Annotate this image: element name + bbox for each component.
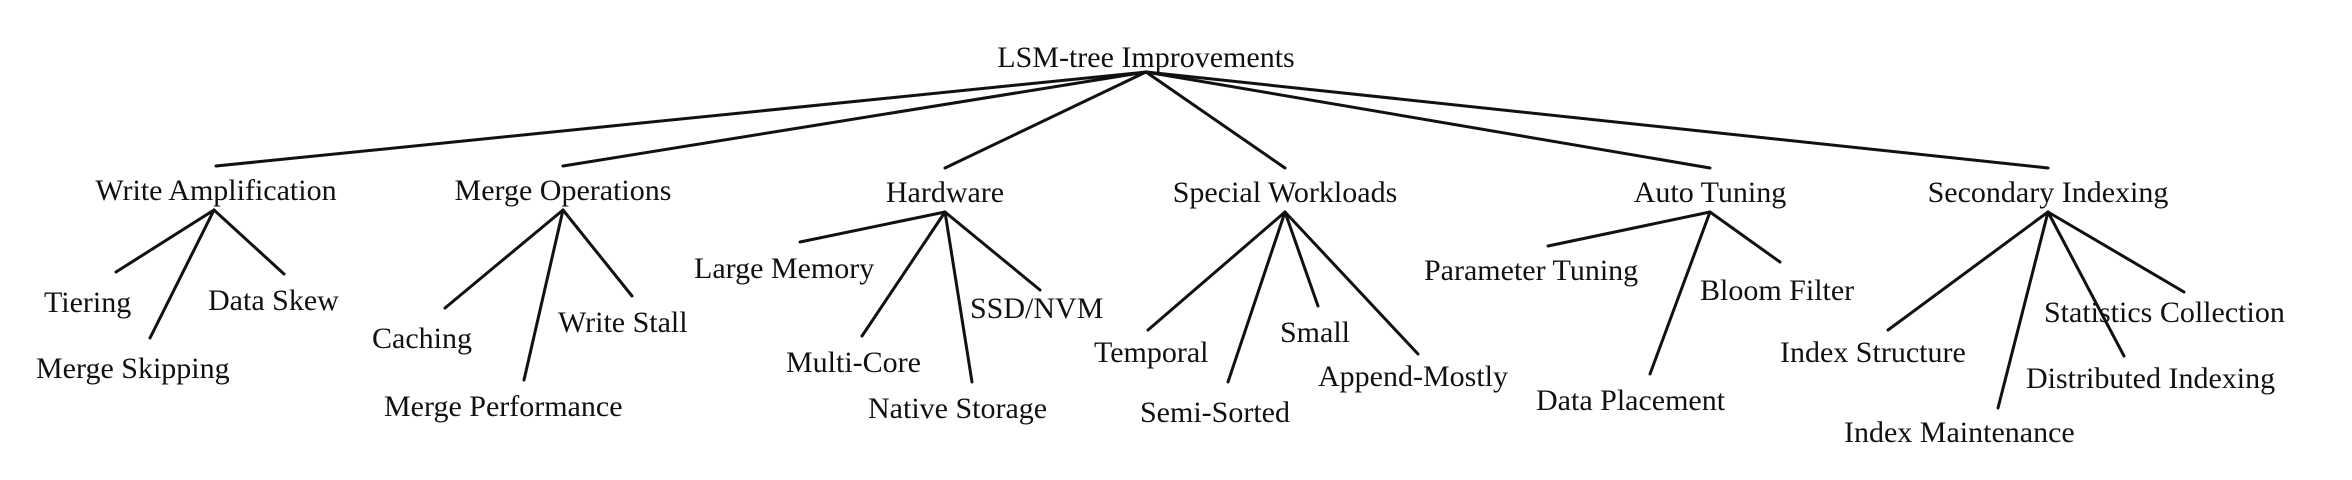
category-auto-tuning: Auto Tuning [1634, 176, 1787, 209]
leaf-multi-core: Multi-Core [786, 346, 921, 379]
leaf-statistics-collection: Statistics Collection [2044, 296, 2285, 329]
edge-root-to-merge-operations [561, 70, 1148, 168]
edge-special-workloads-to-semi-sorted [1226, 210, 1287, 384]
edge-write-amplification-to-tiering [114, 208, 216, 274]
tree-labels: LSM-tree Improvements Write Amplificatio… [36, 41, 2285, 449]
edge-secondary-indexing-to-index-maintenance [1996, 210, 2050, 410]
edge-auto-tuning-to-parameter-tuning [1546, 210, 1712, 248]
leaf-tiering: Tiering [44, 286, 131, 319]
edge-special-workloads-to-small [1283, 210, 1320, 308]
edge-hardware-to-native-storage [943, 210, 974, 384]
leaf-native-storage: Native Storage [868, 392, 1047, 425]
leaf-merge-skipping: Merge Skipping [36, 352, 230, 385]
edge-secondary-indexing-to-distributed-indexing [2046, 210, 2126, 358]
edge-root-to-secondary-indexing [1144, 70, 2050, 170]
leaf-temporal: Temporal [1094, 336, 1209, 369]
edge-write-amplification-to-merge-skipping [148, 208, 216, 340]
edge-merge-operations-to-merge-performance [522, 208, 565, 382]
edge-special-workloads-to-temporal [1146, 210, 1287, 332]
edge-auto-tuning-to-bloom-filter [1708, 210, 1782, 264]
leaf-ssd-nvm: SSD/NVM [970, 292, 1103, 325]
leaf-write-stall: Write Stall [558, 306, 688, 339]
edge-auto-tuning-to-data-placement [1648, 210, 1712, 376]
category-merge-operations: Merge Operations [455, 174, 672, 207]
leaf-large-memory: Large Memory [694, 252, 874, 285]
leaf-index-structure: Index Structure [1780, 336, 1966, 369]
category-special-workloads: Special Workloads [1173, 176, 1398, 209]
edge-root-to-special-workloads [1144, 70, 1287, 170]
edge-merge-operations-to-write-stall [561, 208, 634, 298]
edge-hardware-to-ssd-nvm [943, 210, 1042, 292]
category-write-amplification: Write Amplification [95, 174, 336, 207]
leaf-index-maintenance: Index Maintenance [1844, 416, 2075, 449]
edge-write-amplification-to-data-skew [212, 208, 286, 276]
edge-root-to-hardware [943, 70, 1148, 170]
edge-root-to-auto-tuning [1144, 70, 1712, 170]
edge-special-workloads-to-append-mostly [1283, 210, 1420, 356]
leaf-parameter-tuning: Parameter Tuning [1424, 254, 1638, 287]
edge-secondary-indexing-to-index-structure [1886, 210, 2050, 332]
leaf-caching: Caching [372, 322, 472, 355]
category-secondary-indexing: Secondary Indexing [1928, 176, 2169, 209]
edge-hardware-to-multi-core [860, 210, 947, 338]
edge-secondary-indexing-to-statistics-collection [2046, 210, 2186, 294]
leaf-small: Small [1280, 316, 1350, 349]
tree-edges [114, 70, 2186, 410]
leaf-bloom-filter: Bloom Filter [1700, 274, 1854, 307]
leaf-data-placement: Data Placement [1536, 384, 1726, 417]
root-node-label: LSM-tree Improvements [997, 41, 1294, 74]
edge-merge-operations-to-caching [443, 208, 565, 310]
leaf-merge-performance: Merge Performance [384, 390, 623, 423]
category-hardware: Hardware [886, 176, 1004, 209]
edge-root-to-write-amplification [214, 70, 1148, 168]
leaf-append-mostly: Append-Mostly [1318, 360, 1508, 393]
leaf-distributed-indexing: Distributed Indexing [2026, 362, 2275, 395]
leaf-semi-sorted: Semi-Sorted [1140, 396, 1290, 429]
edge-hardware-to-large-memory [798, 210, 947, 244]
leaf-data-skew: Data Skew [208, 284, 339, 317]
